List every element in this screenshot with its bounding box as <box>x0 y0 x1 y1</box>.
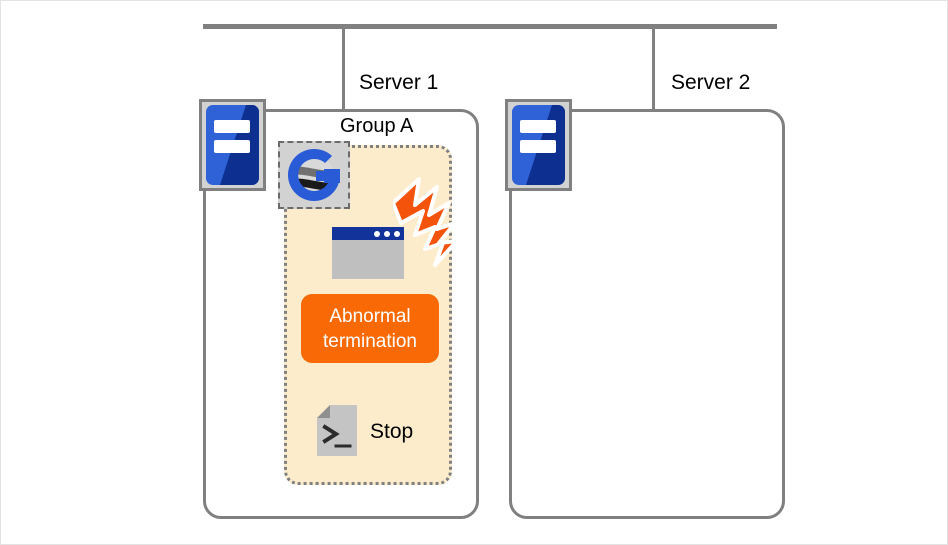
server-2-drop-line <box>652 27 655 109</box>
server-2-icon <box>505 99 572 191</box>
status-badge-text: Abnormal termination <box>323 305 417 352</box>
server-1-label: Server 1 <box>359 71 439 94</box>
window-titlebar <box>332 227 404 240</box>
status-badge: Abnormal termination <box>301 294 439 363</box>
g-logo-icon <box>278 141 350 209</box>
window-dot-icon <box>374 230 380 237</box>
group-a-label: Group A <box>340 115 414 137</box>
window-body <box>332 240 404 279</box>
script-stop-label: Stop <box>370 420 414 443</box>
lightning-burst-icon <box>391 169 471 271</box>
server-1-icon <box>199 99 266 191</box>
server-2-label: Server 2 <box>671 71 751 94</box>
application-window-icon <box>332 227 404 279</box>
window-dot-icon <box>394 230 400 237</box>
server-1-drop-line <box>342 27 345 109</box>
window-dot-icon <box>384 230 390 237</box>
script-file-icon <box>316 404 358 457</box>
network-bus-line <box>203 24 777 29</box>
